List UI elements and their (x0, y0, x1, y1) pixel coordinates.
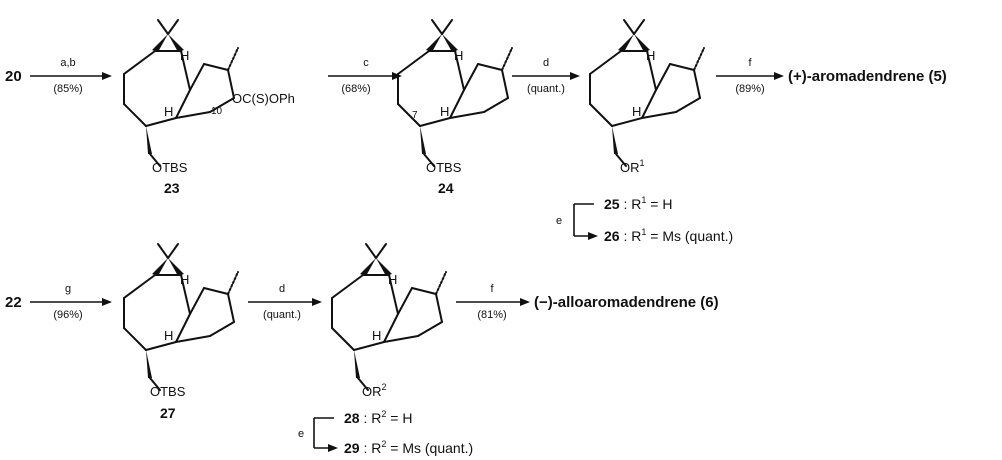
substituent-otbs: OTBS (426, 160, 462, 175)
molecule-28: H H OR2 (331, 243, 447, 399)
arrow1-reagents: a,b (60, 57, 75, 69)
reaction-arrow-4: f (89%) (716, 57, 784, 95)
reaction-arrow-7: f (81%) (456, 283, 530, 321)
arrow6-reagents: d (279, 283, 285, 295)
branch2-reagent: e (298, 428, 304, 440)
compound-25-definition: 25 : R1 = H (604, 195, 672, 212)
arrow4-yield: (89%) (735, 83, 764, 95)
compound-22-label: 22 (5, 294, 22, 311)
c7-label: 7 (412, 110, 418, 121)
arrow1-yield: (85%) (53, 83, 82, 95)
substituent-or2: OR2 (362, 382, 387, 399)
molecule-27: H H OTBS 27 (123, 243, 239, 421)
h-label: H (632, 104, 641, 119)
compound-number: 27 (160, 405, 176, 421)
h-label: H (180, 48, 189, 63)
h-label: H (440, 104, 449, 119)
arrow7-reagents: f (490, 283, 494, 295)
arrow2-reagents: c (363, 57, 369, 69)
substituent-otbs: OTBS (152, 160, 188, 175)
h-label: H (388, 272, 397, 287)
arrow3-yield: (quant.) (527, 83, 565, 95)
product-aromadendrene: (+)-aromadendrene (5) (788, 68, 947, 85)
product-alloaromadendrene: (−)-alloaromadendrene (6) (534, 294, 719, 311)
arrow7-yield: (81%) (477, 309, 506, 321)
h-label: H (454, 48, 463, 63)
h-label: H (372, 328, 381, 343)
reaction-arrow-1: a,b (85%) (30, 57, 112, 95)
arrow2-yield: (68%) (341, 83, 370, 95)
h-label: H (180, 272, 189, 287)
substituent-or1: OR1 (620, 158, 645, 175)
compound-26-definition: 26 : R1 = Ms (quant.) (604, 227, 733, 244)
compound-number: 24 (438, 180, 454, 196)
h-label: H (164, 328, 173, 343)
c10-substituent: OC(S)OPh (232, 91, 295, 106)
molecule-25: H H OR1 (589, 19, 705, 175)
molecule-24: H H 7 OTBS 24 (397, 19, 513, 196)
arrow5-yield: (96%) (53, 309, 82, 321)
compound-29-definition: 29 : R2 = Ms (quant.) (344, 439, 473, 456)
arrow3-reagents: d (543, 57, 549, 69)
h-label: H (646, 48, 655, 63)
substituent-otbs: OTBS (150, 384, 186, 399)
molecule-23: H H 10 OC(S)OPh OTBS 23 (123, 19, 295, 196)
arrow5-reagents: g (65, 283, 71, 295)
c10-label: 10 (211, 106, 223, 117)
compound-20-label: 20 (5, 68, 22, 85)
reaction-arrow-2: c (68%) (328, 57, 402, 95)
branch1-reagent: e (556, 215, 562, 227)
reaction-arrow-6: d (quant.) (248, 283, 322, 321)
h-label: H (164, 104, 173, 119)
reaction-arrow-3: d (quant.) (512, 57, 580, 95)
arrow6-yield: (quant.) (263, 309, 301, 321)
arrow4-reagents: f (748, 57, 752, 69)
branch-arrow-e-2: e (298, 417, 338, 452)
compound-number: 23 (164, 180, 180, 196)
reaction-arrow-5: g (96%) (30, 283, 112, 321)
compound-28-definition: 28 : R2 = H (344, 409, 412, 426)
branch-arrow-e-1: e (556, 203, 598, 240)
